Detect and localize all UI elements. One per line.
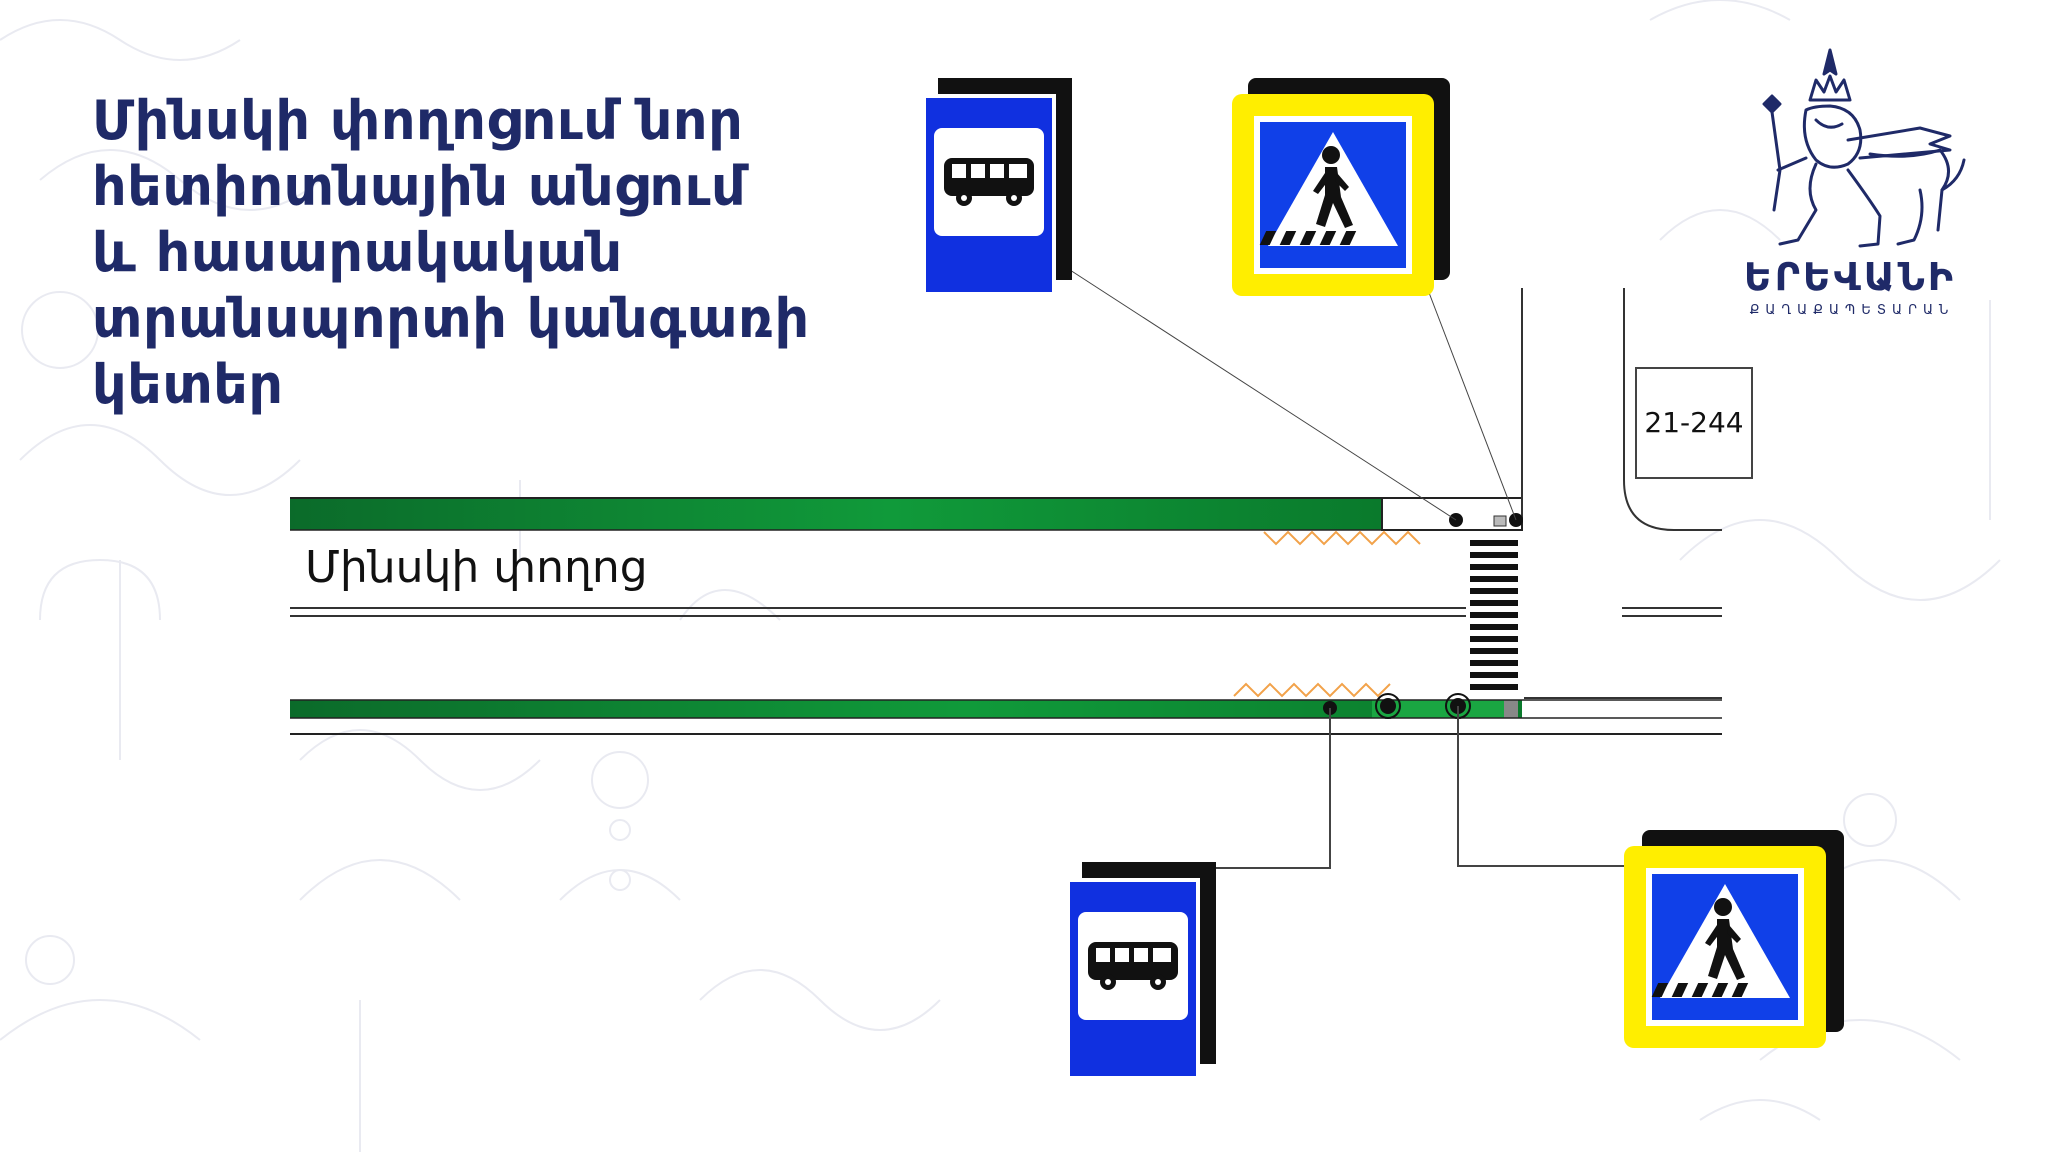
page-title: Մինսկի փողոցում նոր հետիոտնային անցում և… — [92, 88, 992, 418]
title-line-3: և հասարակական — [92, 221, 623, 284]
building-21-244: 21-244 — [1635, 367, 1753, 479]
building-number: 21-244 — [1644, 406, 1743, 439]
title-line-5: կետեր — [92, 353, 284, 416]
pedestrian-crosswalk — [1470, 540, 1518, 690]
title-line-1: Մինսկի փողոցում նոր — [92, 89, 744, 152]
crosswalk-sign-north — [1232, 78, 1450, 296]
south-bus-stop-marking — [1233, 682, 1391, 698]
bus-stop-sign-north — [922, 78, 1072, 296]
south-sidewalk — [290, 697, 1722, 735]
crosswalk-sign-south — [1624, 830, 1844, 1048]
road-centerline — [290, 607, 1722, 617]
lion-emblem-icon — [1762, 48, 1966, 248]
north-sidewalk — [290, 497, 1523, 531]
cross-street — [1521, 288, 1722, 531]
title-line-4: տրանսպորտի կանգառի — [92, 287, 810, 350]
logo-name: ԵՐԵՎԱՆԻ — [1744, 255, 1956, 299]
street-name-label: Մինսկի փողոց — [305, 542, 648, 593]
sign-leader-lines — [1069, 269, 1644, 1009]
north-bus-stop-marking — [1263, 530, 1421, 546]
bus-stop-sign-south — [1066, 862, 1216, 1080]
yerevan-municipality-logo: ԵՐԵՎԱՆԻ ՔԱՂԱՔԱՊԵՏԱՐԱՆ — [1744, 48, 1966, 318]
logo-subtitle: ՔԱՂԱՔԱՊԵՏԱՐԱՆ — [1750, 303, 1955, 318]
title-line-2: հետիոտնային անցում — [92, 155, 747, 218]
